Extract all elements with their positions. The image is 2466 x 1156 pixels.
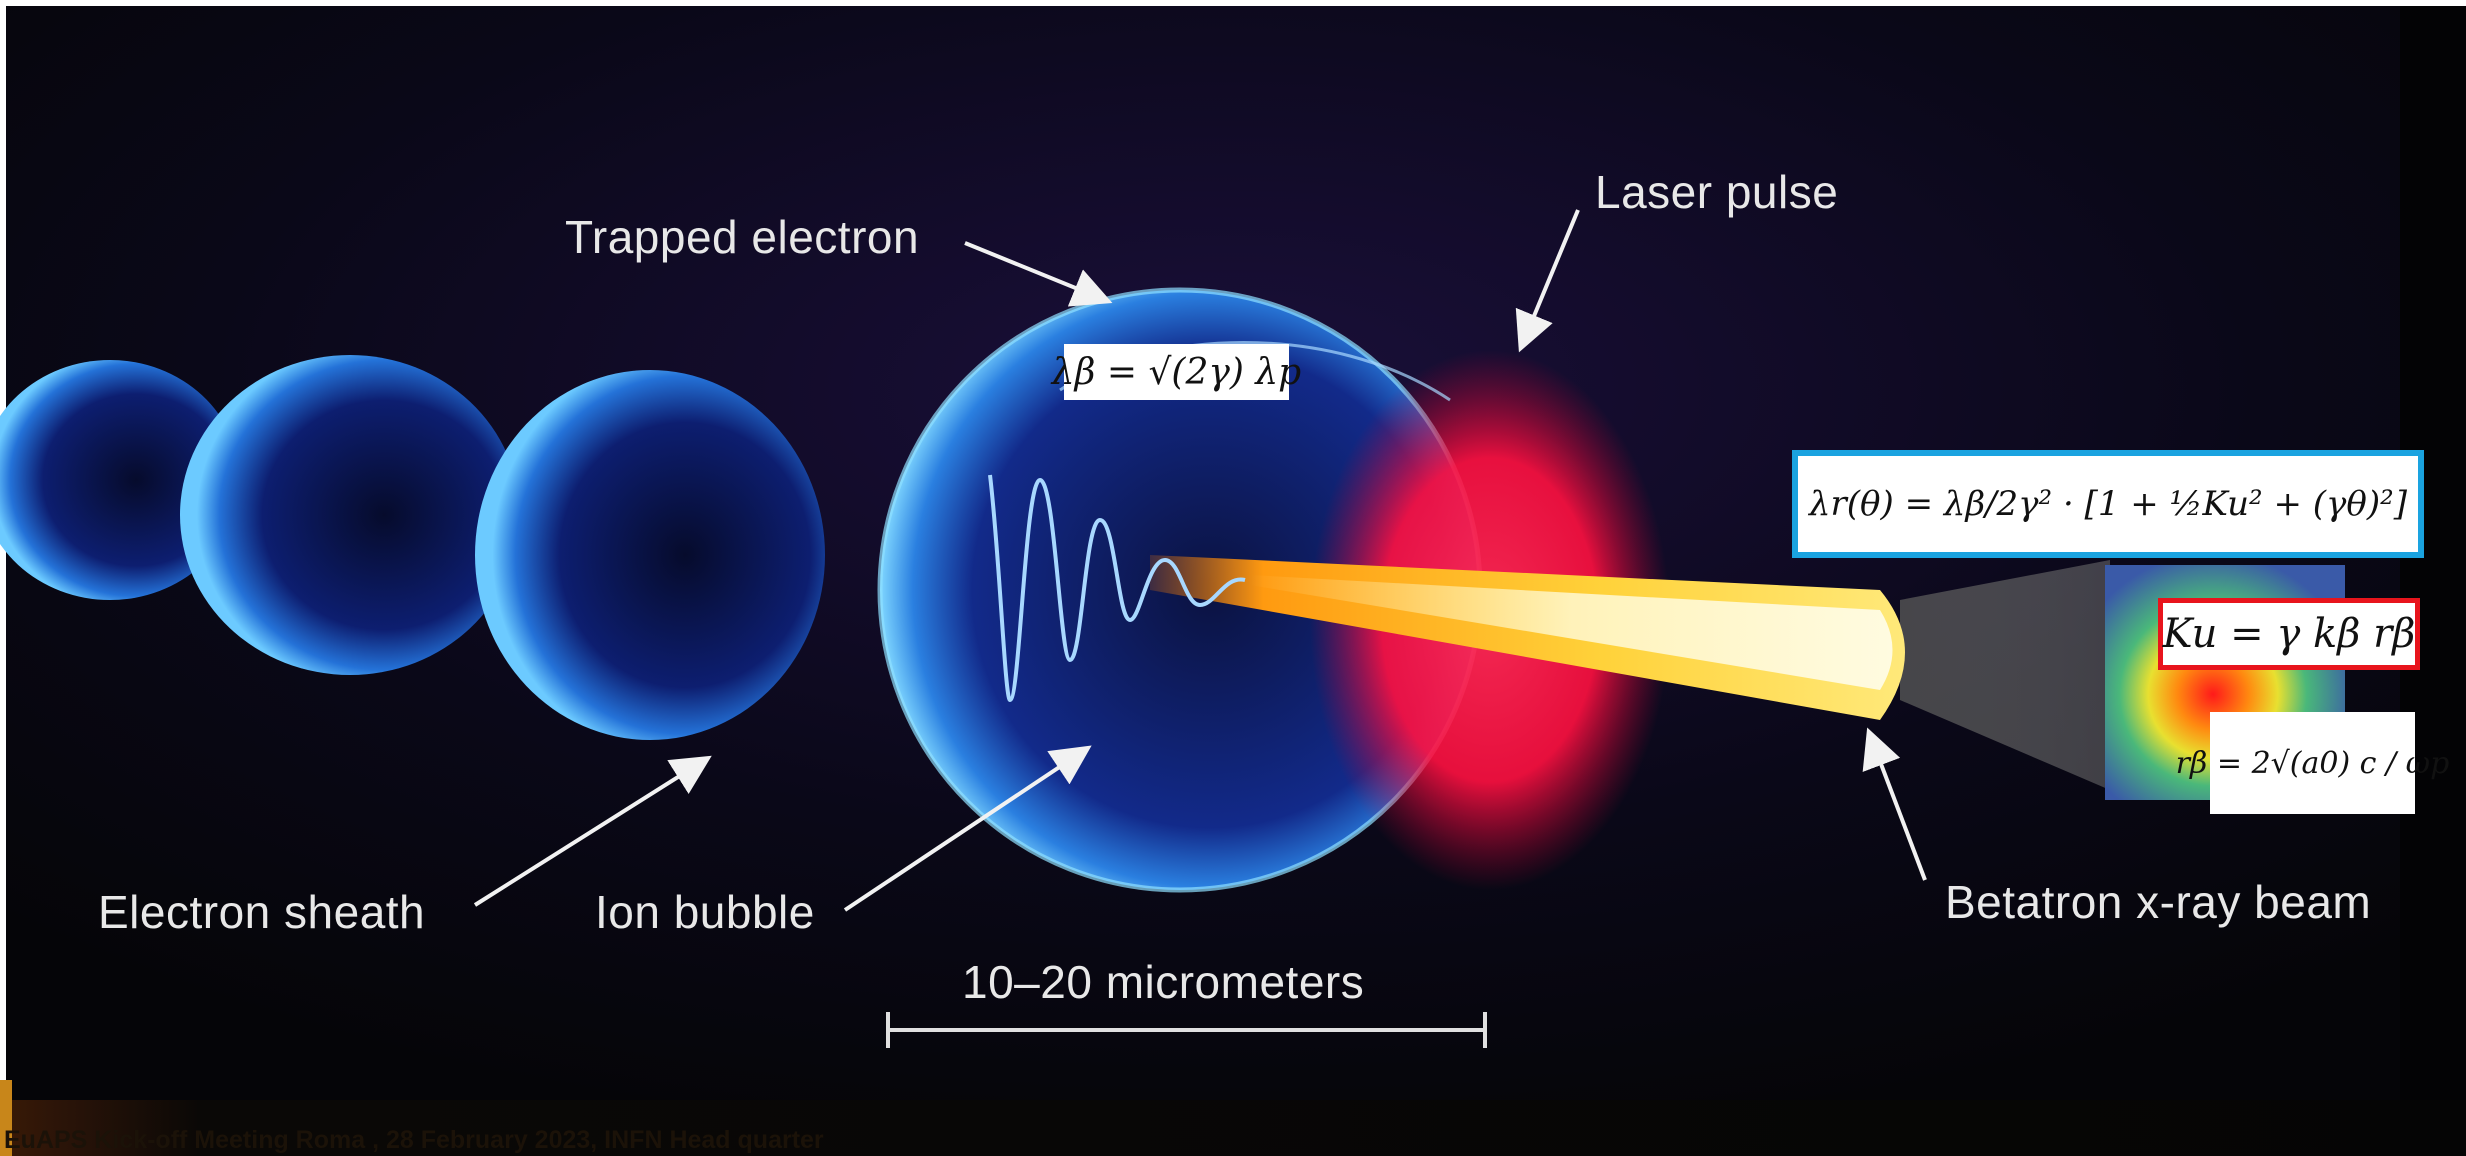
arrow-trapped-electron	[964, 241, 1113, 307]
label-ion-bubble: Ion bubble	[595, 886, 815, 938]
label-trapped-electron: Trapped electron	[565, 211, 920, 263]
footer-accent	[0, 1080, 12, 1156]
equation-betatron-radius: rβ = 2√(a0) c / ωp	[2176, 712, 2449, 814]
equation-text: λβ = √(2γ) λp	[1051, 351, 1302, 393]
label-electron-sheath: Electron sheath	[98, 886, 426, 938]
bubble-shape	[180, 355, 520, 675]
scale-bar	[886, 1012, 1487, 1048]
xray-cone	[1900, 560, 2110, 790]
arrow-electron-sheath	[473, 755, 712, 907]
bubble-shape	[0, 360, 240, 600]
equation-text: rβ = 2√(a0) c / ωp	[2175, 745, 2450, 781]
equation-radiation-wavelength: λr(θ) = λβ/2γ² · [1 + ½Ku² + (γθ)²]	[1792, 450, 2424, 558]
arrow-ion-bubble	[843, 745, 1092, 912]
equation-betatron-wavelength: λβ = √(2γ) λp	[1052, 344, 1301, 400]
label-laser-pulse: Laser pulse	[1595, 166, 1839, 218]
equation-text: Ku = γ kβ rβ	[2162, 611, 2416, 657]
arrow-laser-pulse	[1515, 209, 1580, 353]
electron-trajectory	[988, 474, 1246, 703]
equation-text: λr(θ) = λβ/2γ² · [1 + ½Ku² + (γθ)²]	[1808, 484, 2408, 524]
bubble-shape	[475, 370, 825, 740]
label-betatron-beam: Betatron x-ray beam	[1945, 876, 2372, 928]
label-scale: 10–20 micrometers	[962, 956, 1365, 1008]
slide-footer-bar	[0, 1100, 2466, 1156]
footer-text: EuAPS Kick-off Meeting Roma , 28 Februar…	[4, 1126, 824, 1154]
equation-undulator-parameter: Ku = γ kβ rβ	[2158, 598, 2420, 670]
arrow-betatron-beam	[1862, 727, 1927, 881]
